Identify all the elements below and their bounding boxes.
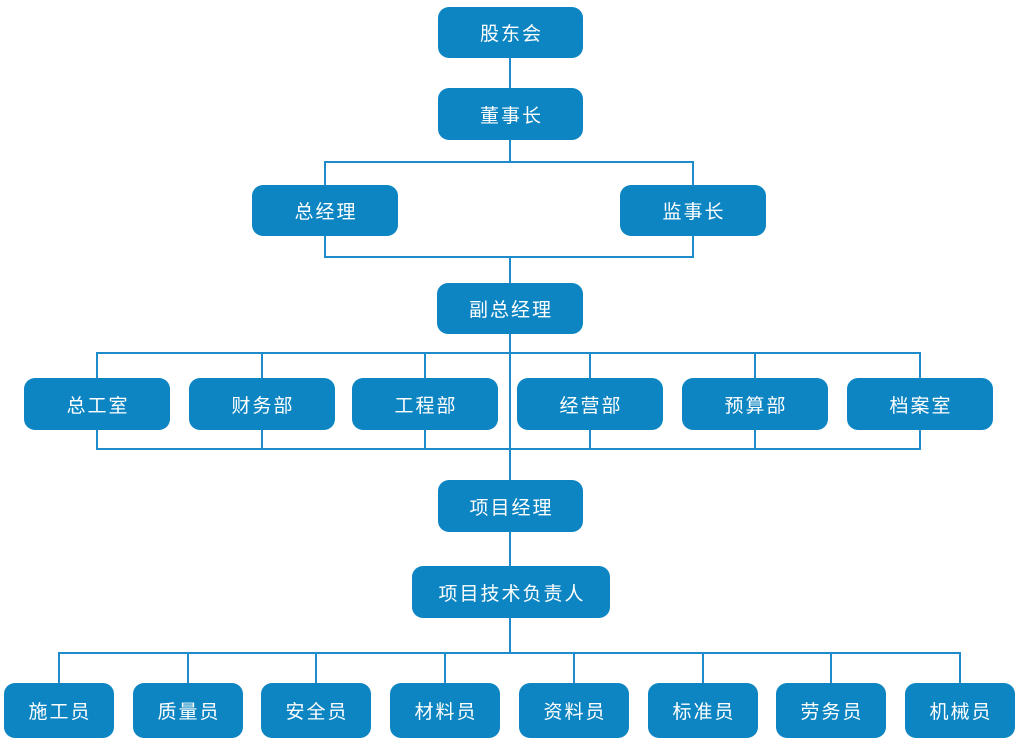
org-node-label: 副总经理 [468,300,553,321]
connector-line [509,532,511,567]
connector-line [96,352,921,354]
connector-line [96,448,921,450]
connector-line [58,652,60,684]
org-node-chief-engineer-office: 总工室 [24,378,170,430]
org-node-label: 总经理 [294,202,358,223]
org-node-quality-officer: 质量员 [133,683,243,738]
org-node-machinery-officer: 机械员 [905,683,1015,738]
connector-line [702,652,704,684]
org-node-archives-room: 档案室 [847,378,993,430]
org-node-safety-officer: 安全员 [261,683,371,738]
org-node-deputy-general-manager: 副总经理 [437,283,583,334]
org-node-supervisory-chief: 监事长 [620,185,766,236]
connector-line [830,652,832,684]
connector-line [509,58,511,88]
connector-line [509,140,511,163]
org-node-label: 财务部 [231,395,295,417]
org-node-operations-dept: 经营部 [517,378,663,430]
connector-line [959,652,961,684]
connector-line [444,652,446,684]
org-node-finance-dept: 财务部 [189,378,335,430]
org-node-label: 项目经理 [469,497,554,519]
org-node-engineering-dept: 工程部 [352,378,498,430]
org-node-label: 档案室 [889,395,953,417]
org-node-label: 经营部 [559,395,623,417]
org-node-labor-officer: 劳务员 [776,683,886,738]
org-node-label: 质量员 [157,702,221,723]
connector-line [187,652,189,684]
org-node-label: 工程部 [394,395,458,417]
org-node-label: 材料员 [414,702,478,723]
org-node-construction-worker: 施工员 [4,683,114,738]
org-node-label: 项目技术负责人 [438,583,586,605]
org-node-chairman: 董事长 [438,88,583,140]
org-node-label: 安全员 [285,702,349,723]
org-node-general-manager: 总经理 [252,185,398,236]
org-node-standards-officer: 标准员 [648,683,758,738]
org-node-documentation-officer: 资料员 [519,683,629,738]
org-node-label: 股东会 [479,24,543,45]
org-node-label: 施工员 [28,702,92,723]
org-node-shareholders-meeting: 股东会 [438,7,583,58]
org-node-label: 资料员 [543,702,607,723]
org-node-label: 总工室 [66,395,130,417]
org-node-label: 董事长 [479,105,543,127]
org-node-project-technical-lead: 项目技术负责人 [412,566,610,618]
org-node-label: 标准员 [672,702,736,723]
org-node-project-manager: 项目经理 [438,480,583,532]
connector-line [509,618,511,654]
org-node-budget-dept: 预算部 [682,378,828,430]
org-node-materials-officer: 材料员 [390,683,500,738]
org-node-label: 预算部 [724,395,788,417]
connector-line [509,334,511,481]
connector-line [509,256,511,284]
connector-line [315,652,317,684]
org-node-label: 劳务员 [800,702,864,723]
org-node-label: 监事长 [662,202,726,223]
connector-line [573,652,575,684]
org-node-label: 机械员 [929,702,993,723]
